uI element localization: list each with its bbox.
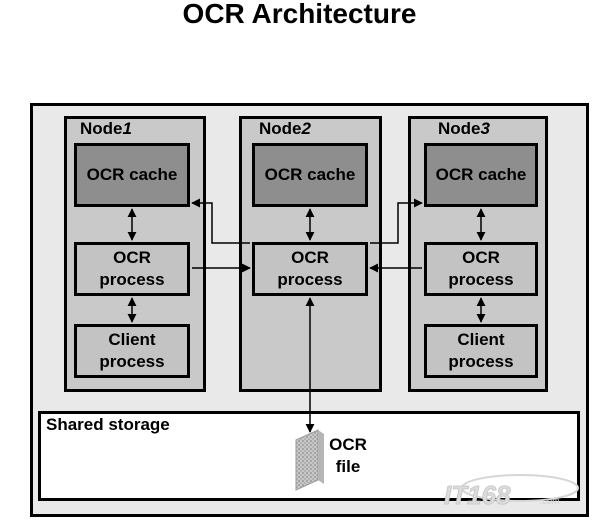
node-1-number: 1	[122, 119, 132, 138]
node-2-label-text: Node	[259, 119, 302, 138]
node-3-label-text: Node	[438, 119, 481, 138]
node-1-ocr-process-line1: OCR	[113, 248, 151, 267]
node-3-ocr-process: OCR process	[424, 242, 538, 296]
node-3-ocr-process-line2: process	[448, 270, 514, 289]
diagram-title: OCR Architecture	[182, 0, 417, 29]
node-3-ocr-process-line1: OCR	[462, 248, 500, 267]
node-2-ocr-cache-label: OCR cache	[264, 165, 356, 184]
node-1-ocr-cache: OCR cache	[74, 143, 190, 207]
ocr-file-label-line1: OCR	[329, 435, 367, 454]
node-1-client-process-line2: process	[99, 352, 165, 371]
svg-text:.com: .com	[540, 496, 560, 506]
shared-storage-label: Shared storage	[46, 415, 170, 434]
node-3-client-process: Client process	[424, 324, 538, 378]
node-2-ocr-process: OCR process	[252, 242, 368, 296]
node-1-ocr-process-line2: process	[99, 270, 165, 289]
node-3-label: Node3	[438, 119, 490, 139]
node-3-client-process-line2: process	[448, 352, 514, 371]
node-1-ocr-cache-label: OCR cache	[86, 165, 178, 184]
master-to-node-3-cache-arrow	[370, 198, 423, 244]
node-3-client-process-line1: Client	[457, 330, 505, 349]
node-2-ocr-process-line2: process	[277, 270, 343, 289]
node-2-ocr-process-line1: OCR	[291, 248, 329, 267]
ocr-file-label: OCR file	[320, 434, 376, 478]
ocr-file-label-line2: file	[335, 457, 361, 476]
node-2-label: Node2	[259, 119, 311, 139]
node-2-ocr-cache: OCR cache	[252, 143, 368, 207]
svg-text:IT168: IT168	[444, 480, 511, 510]
node-1-ocr-process: OCR process	[74, 242, 190, 296]
node-3-ocr-cache: OCR cache	[424, 143, 538, 207]
node-1-client-process: Client process	[74, 324, 190, 378]
node-2-number: 2	[301, 119, 311, 138]
master-to-node-1-cache-arrow	[191, 198, 250, 244]
ocr-file-icon	[295, 429, 324, 491]
node-1-client-process-line1: Client	[108, 330, 156, 349]
node-1-label: Node1	[80, 119, 132, 139]
node-1-label-text: Node	[80, 119, 123, 138]
node-3-ocr-cache-label: OCR cache	[435, 165, 527, 184]
node-3-number: 3	[480, 119, 490, 138]
watermark-logo: IT168 .com	[444, 474, 579, 510]
